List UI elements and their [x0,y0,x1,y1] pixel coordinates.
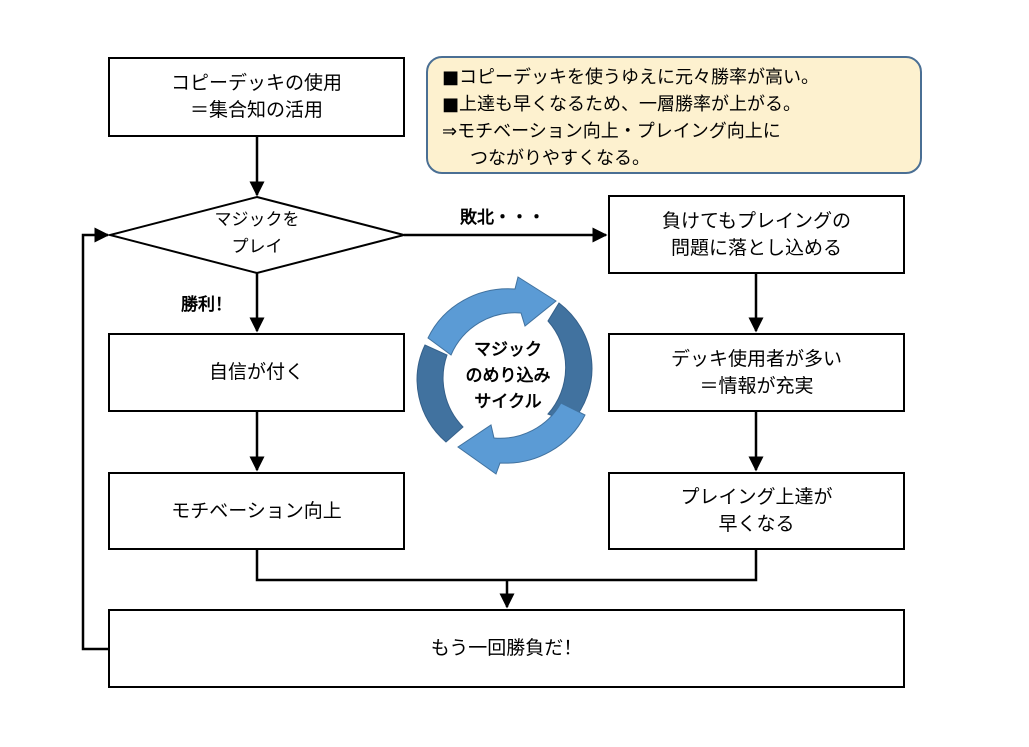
cycle-label-line2: のめり込み [465,366,551,386]
node-play-magic-line2: プレイ [231,237,283,257]
note-line-2: ■上達も早くなるため、一層勝率が上がる。 [442,94,802,115]
cycle-label-line1: マジック [474,340,542,360]
node-many-users: デッキ使用者が多い ＝情報が充実 [608,333,905,412]
node-improve-fast: プレイング上達が 早くなる [608,472,905,550]
cycle-arrow-top [427,276,557,356]
node-copy-deck: コピーデッキの使用 ＝集合知の活用 [108,57,405,137]
node-play-magic: マジックを プレイ [157,207,357,261]
node-play-again: もう一回勝負だ！ [108,609,905,688]
edge-merge [255,550,758,582]
note-line-1: ■コピーデッキを使うゆえに元々勝率が高い。 [442,67,820,88]
note-line-4: つながりやすくなる。 [470,148,650,169]
edge-loop-back [81,227,110,651]
node-play-magic-line1: マジックを [214,210,300,230]
cycle-label-line3: サイクル [474,392,542,412]
cycle-arrow-bottom [457,402,586,475]
cycle-arrows-icon [416,276,593,475]
node-many-users-line2: ＝情報が充実 [699,374,814,397]
node-improve-fast-line1: プレイング上達が [680,486,833,508]
note-callout: ■コピーデッキを使うゆえに元々勝率が高い。 ■上達も早くなるため、一層勝率が上が… [426,56,922,174]
edge-label-win: 勝利！ [181,295,232,315]
cycle-label: マジック のめり込み サイクル [446,337,570,415]
node-improve-fast-line2: 早くなる [718,513,795,535]
node-analyze-loss-line2: 問題に落とし込める [670,236,842,259]
node-copy-deck-line1: コピーデッキの使用 [170,72,342,94]
cycle-arrow-left [416,344,464,443]
node-play-again-line1: もう一回勝負だ！ [430,637,583,659]
connectors [81,137,764,651]
node-analyze-loss: 負けてもプレイングの 問題に落とし込める [608,195,905,274]
node-motivation-line1: モチベーション向上 [171,499,342,522]
edge-label-lose: 敗北・・・ [460,208,545,228]
note-line-3: ⇒モチベーション向上・プレイング向上に [442,121,781,142]
node-analyze-loss-line1: 負けてもプレイングの [661,209,852,232]
node-copy-deck-line2: ＝集合知の活用 [189,99,323,121]
node-motivation: モチベーション向上 [108,472,405,550]
node-many-users-line1: デッキ使用者が多い [670,347,842,370]
node-confidence-line1: 自信が付く [208,361,304,383]
node-confidence: 自信が付く [108,333,405,412]
